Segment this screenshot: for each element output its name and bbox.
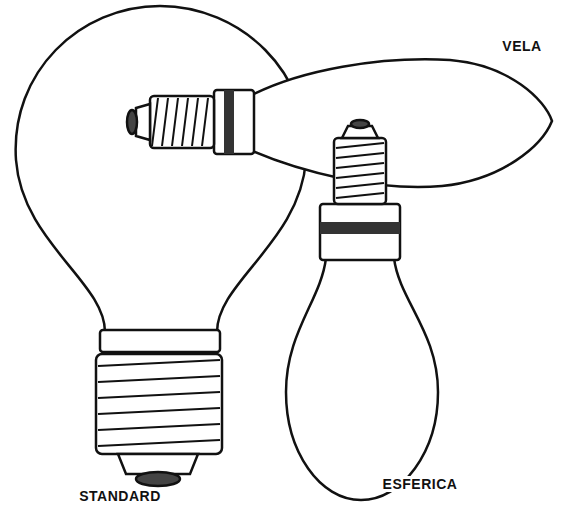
screw-thread	[98, 360, 220, 366]
screw-thread	[182, 98, 188, 146]
screw-thread	[336, 143, 384, 148]
screw-thread	[336, 163, 384, 168]
standard-bulb	[16, 6, 307, 486]
screw-thread	[162, 98, 168, 146]
screw-thread	[98, 424, 220, 430]
bulb-type-label: ESFERICA	[381, 476, 460, 492]
screw-thread	[98, 408, 220, 414]
screw-thread	[336, 153, 384, 158]
candle-bulb	[127, 59, 552, 187]
screw-thread	[192, 98, 198, 146]
screw-thread	[336, 173, 384, 178]
screw-thread	[202, 98, 208, 146]
bulb-type-label: VELA	[500, 38, 543, 54]
screw-thread	[98, 440, 220, 446]
screw-thread	[98, 376, 220, 382]
bulb-type-label: STANDARD	[77, 488, 163, 504]
spherical-bulb	[286, 120, 438, 500]
screw-thread	[152, 98, 158, 146]
screw-thread	[98, 392, 220, 398]
screw-thread	[172, 98, 178, 146]
screw-thread	[336, 183, 384, 188]
screw-thread	[336, 193, 384, 198]
